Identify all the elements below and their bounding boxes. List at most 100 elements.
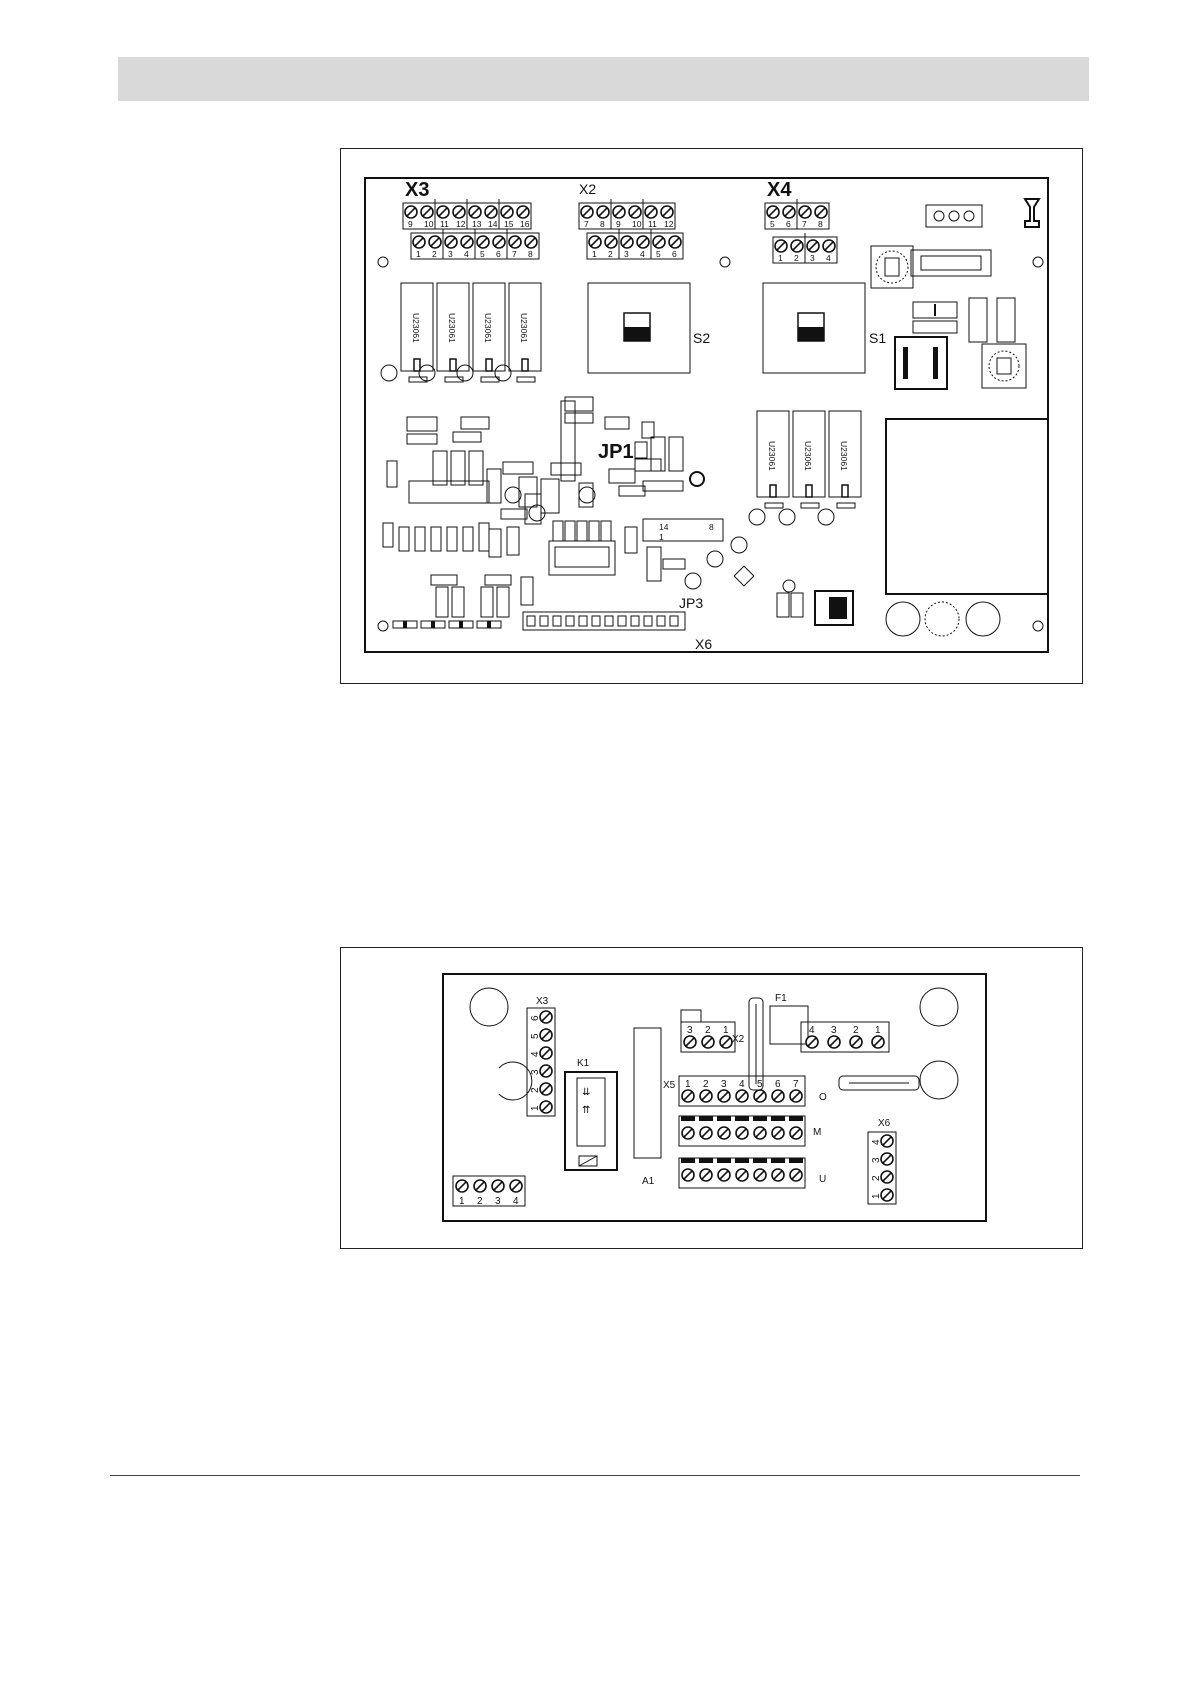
mounting-hole — [378, 257, 388, 267]
electrolytic-capacitor — [925, 602, 959, 636]
pin-label: 12 — [456, 219, 466, 229]
x2-label: X2 — [579, 181, 596, 197]
pin-label: 8 — [528, 249, 533, 259]
pin-label: 1 — [871, 1193, 882, 1199]
row-label-m: M — [813, 1127, 821, 1138]
pin-label: 1 — [778, 253, 783, 263]
f1-label: F1 — [775, 993, 787, 1004]
pin-label: 2 — [432, 249, 437, 259]
relay-label: U23061 — [767, 441, 777, 471]
x3-terminal: 654321 — [527, 1008, 555, 1116]
pin-label: 3 — [831, 1025, 837, 1036]
pin-label: 11 — [648, 219, 657, 229]
row-label-o: O — [819, 1092, 827, 1103]
mounting-hole — [920, 1061, 958, 1099]
electrolytic-capacitor — [966, 602, 1000, 636]
pin-label: 3 — [871, 1157, 882, 1163]
pin-label: 13 — [472, 219, 482, 229]
relay-label: U23061 — [803, 441, 813, 471]
x4-label: X4 — [767, 179, 792, 201]
jp1-label: JP1 — [598, 441, 634, 463]
pin-label: 10 — [424, 219, 434, 229]
pin-label: 16 — [520, 219, 530, 229]
x6-terminal — [523, 612, 685, 630]
pin-label: 7 — [793, 1079, 799, 1090]
pin-label: 4 — [640, 249, 645, 259]
mounting-hole — [920, 988, 958, 1026]
pin-label: 5 — [757, 1079, 763, 1090]
k1-relay — [565, 1072, 617, 1170]
electrolytic-capacitor — [886, 602, 920, 636]
header-bar — [118, 57, 1089, 101]
x5-label: X5 — [663, 1080, 676, 1091]
pin-label: 11 — [440, 219, 449, 229]
pin-label: 10 — [632, 219, 642, 229]
pin-label: 9 — [616, 219, 621, 229]
pin-label: 3 — [495, 1196, 501, 1207]
pin-label: 1 — [685, 1079, 691, 1090]
footer-rule — [110, 1475, 1080, 1476]
a1-module — [634, 1028, 661, 1158]
fuse-holder-icon — [1025, 199, 1039, 227]
pin-label: 5 — [770, 219, 775, 229]
mounting-hole — [378, 621, 388, 631]
k1-label: K1 — [577, 1058, 590, 1069]
pin-label: 3 — [530, 1069, 541, 1075]
pin-label: 5 — [530, 1033, 541, 1039]
pin-label: 2 — [871, 1175, 882, 1181]
f1-fuse-holder — [770, 1006, 808, 1044]
x2-upper-terminal: 789101112 — [579, 199, 675, 229]
jp3-label: JP3 — [679, 595, 703, 611]
ic-pin-label: 14 — [659, 522, 669, 532]
pin-label: 2 — [853, 1025, 859, 1036]
pin-label: 1 — [875, 1025, 881, 1036]
pin-label: 1 — [723, 1025, 729, 1036]
jp1-jumper — [642, 422, 654, 438]
pin-label: 6 — [496, 249, 501, 259]
pin-label: 2 — [703, 1079, 709, 1090]
relay-label: U23061 — [447, 313, 457, 343]
ic-chip — [409, 481, 489, 503]
pin-label: 4 — [513, 1196, 519, 1207]
pin-label: 3 — [624, 249, 629, 259]
pcb-outline — [443, 974, 986, 1221]
pin-label: 2 — [705, 1025, 711, 1036]
x3-label: X3 — [536, 996, 549, 1007]
x2-terminal: 3 2 1 — [681, 1022, 735, 1052]
x3-label: X3 — [405, 179, 429, 201]
pin-label: 14 — [488, 219, 498, 229]
pin-label: 5 — [656, 249, 661, 259]
pin-label: 4 — [464, 249, 469, 259]
x3-upper-terminal: 910111213141516 — [403, 199, 531, 229]
a1-label: A1 — [642, 1176, 655, 1187]
pin-label: 3 — [687, 1025, 693, 1036]
pin-label: 3 — [721, 1079, 727, 1090]
x2-label: X2 — [732, 1034, 745, 1045]
pin-label: 4 — [739, 1079, 745, 1090]
jp3-jumper — [685, 573, 701, 589]
pin-label: 1 — [459, 1196, 465, 1207]
pin-label: 6 — [786, 219, 791, 229]
pin-label: 2 — [608, 249, 613, 259]
svg-text:⇊: ⇊ — [582, 1087, 590, 1098]
power-connector — [911, 250, 991, 276]
x6-label: X6 — [878, 1118, 891, 1129]
pin-label: 6 — [775, 1079, 781, 1090]
pin-label: 3 — [810, 253, 815, 263]
pin-label: 4 — [871, 1139, 882, 1145]
pin-label: 12 — [664, 219, 674, 229]
pin-label: 8 — [600, 219, 605, 229]
pin-label: 5 — [480, 249, 485, 259]
pin-label: 3 — [448, 249, 453, 259]
ribbon-header — [549, 541, 615, 575]
pin-label: 2 — [530, 1087, 541, 1093]
pin-label: 1 — [592, 249, 597, 259]
pin-label: 6 — [672, 249, 677, 259]
bridge-rectifier — [895, 337, 947, 389]
capacitor — [997, 298, 1015, 342]
pin-label: 2 — [477, 1196, 483, 1207]
potentiometer — [871, 246, 913, 288]
